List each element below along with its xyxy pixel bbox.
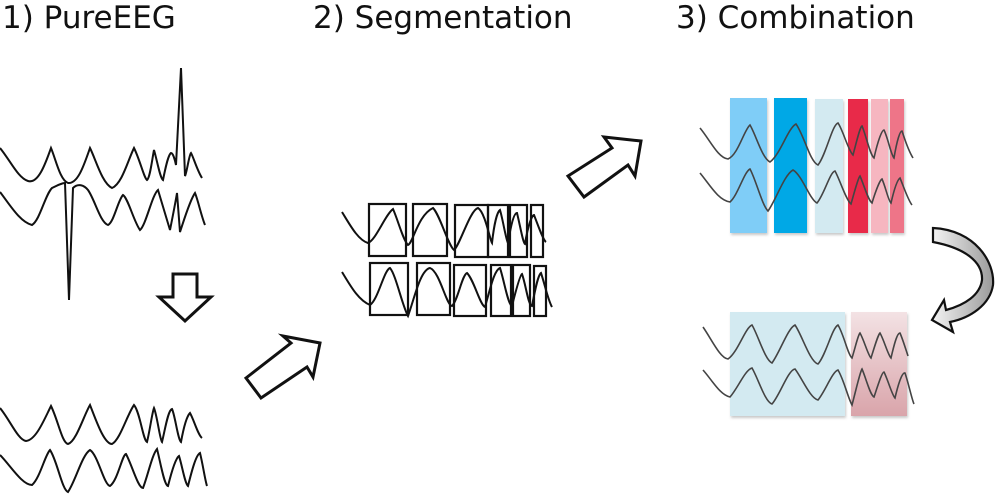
segment-color-block (871, 99, 888, 233)
clean-eeg (0, 402, 208, 494)
up-right-arrow-icon (565, 135, 643, 200)
segment-box (415, 261, 452, 317)
raw-eeg-channel-2 (0, 181, 206, 301)
segment-color-block (848, 99, 868, 233)
combined-channel-1 (699, 122, 914, 166)
segment-box (529, 203, 545, 259)
seg-channel-1 (341, 206, 547, 252)
segmentation (341, 202, 553, 319)
combined-segment-block (851, 312, 907, 416)
segment-box (532, 264, 548, 318)
segment-box (411, 202, 449, 258)
raw-eeg-channel-1 (0, 67, 203, 190)
step-2-title: 2) Segmentation (313, 0, 573, 36)
combined-final-channel-1 (702, 323, 909, 365)
segment-color-block (730, 98, 767, 233)
combination-top (730, 98, 904, 233)
segment-box (489, 263, 513, 318)
segment-box (367, 202, 408, 258)
segment-box (508, 203, 529, 259)
curved-arrow-icon (930, 226, 995, 335)
segment-box (453, 203, 490, 259)
clean-eeg-channel-1 (0, 402, 203, 446)
seg-channel-2 (341, 266, 553, 319)
combined-channel-2 (699, 167, 913, 213)
combination-bottom (730, 312, 907, 416)
segment-color-block (774, 98, 807, 233)
clean-eeg-channel-2 (0, 446, 208, 494)
step-1-title: 1) PureEEG (2, 0, 176, 36)
raw-eeg (0, 67, 206, 301)
step-3-title: 3) Combination (676, 0, 915, 36)
segment-box (511, 263, 532, 318)
segment-box (368, 261, 410, 317)
segment-box (452, 263, 488, 318)
combined-final-channel-2 (702, 367, 915, 408)
down-arrow-icon (155, 272, 215, 324)
segment-color-block (815, 99, 843, 233)
up-right-arrow-icon (243, 333, 322, 401)
segment-box (486, 203, 510, 259)
combined-segment-block (730, 312, 845, 416)
segment-color-block (890, 99, 904, 233)
